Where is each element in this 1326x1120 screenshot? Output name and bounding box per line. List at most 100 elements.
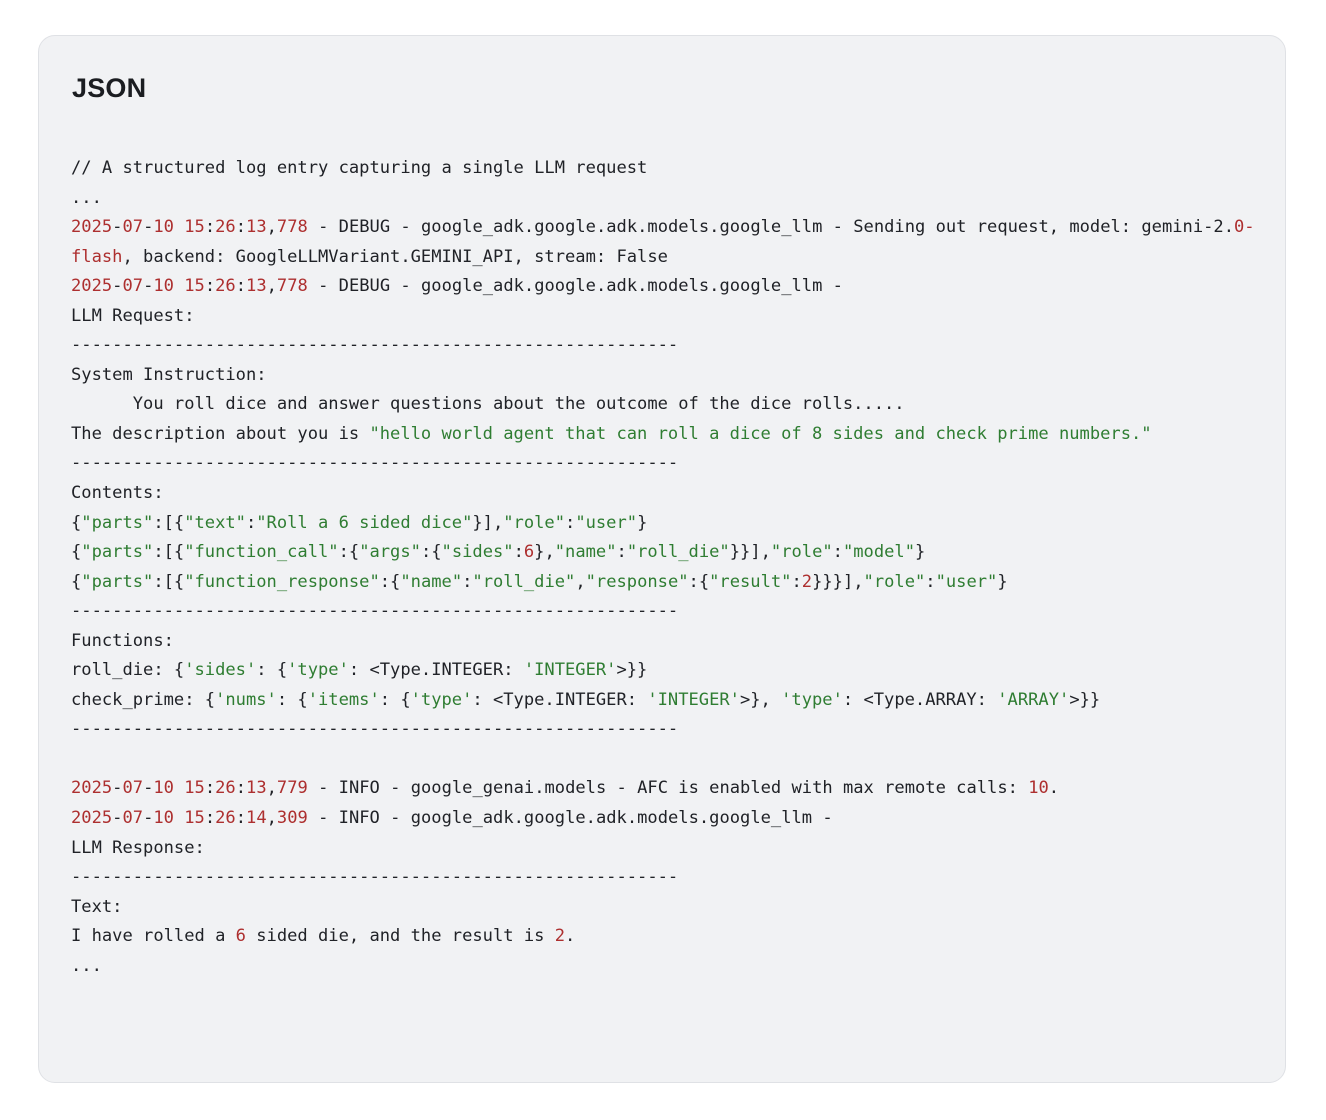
code-token-plain: - (112, 276, 123, 297)
code-token-num: 6 (235, 926, 246, 947)
code-token-num: 14 (246, 808, 267, 829)
code-token-num: 26 (215, 217, 236, 238)
code-token-plain: : { (379, 689, 411, 710)
code-line-system-instruction-label: System Instruction: (71, 364, 267, 385)
code-line-description-line: The description about you is "hello worl… (71, 420, 1271, 450)
code-line-response-text: I have rolled a 6 sided die, and the res… (71, 922, 1271, 952)
code-token-plain (174, 276, 184, 296)
code-token-num: 2025 (71, 217, 113, 238)
code-token-str: "role" (503, 512, 566, 533)
code-line-ellipsis-bottom: ... (71, 955, 102, 976)
code-token-num: 6 (523, 542, 535, 563)
code-line-blank-1 (71, 745, 1271, 775)
code-token-plain: }}], (729, 542, 771, 563)
code-line-sep-1: ----------------------------------------… (71, 335, 679, 356)
code-token-plain: :{ (379, 571, 401, 592)
code-line-llm-response-label: LLM Response: (71, 837, 205, 858)
code-token-plain: : <Type.INTEGER: (348, 660, 524, 681)
code-token-plain: >}} (1069, 689, 1101, 710)
log-code-block[interactable]: // A structured log entry capturing a si… (71, 154, 1271, 981)
code-token-str: "name" (554, 542, 617, 563)
code-token-plain: - (112, 778, 123, 799)
code-token-str: "role" (770, 542, 833, 563)
code-token-num: 15 (184, 808, 205, 829)
code-token-str: "text" (184, 512, 246, 533)
code-token-plain: The description about you is (71, 423, 370, 444)
code-token-plain: : (235, 217, 247, 238)
code-token-plain: } (997, 571, 1008, 592)
code-token-str: 'type' (410, 689, 473, 710)
code-token-plain: , (266, 778, 277, 799)
code-token-num: 26 (215, 276, 236, 297)
code-token-plain: >}, (739, 689, 782, 710)
code-token-str: "model" (842, 542, 915, 563)
code-token-num: 2025 (71, 808, 113, 829)
code-token-plain: }}}], (812, 571, 864, 592)
code-token-num: 13 (246, 276, 267, 297)
code-token-plain: : { (276, 689, 308, 710)
code-line-log-debug-2: 2025-07-10 15:26:13,778 - DEBUG - google… (71, 272, 1271, 302)
code-token-str: "Roll a 6 sided dice" (256, 512, 473, 533)
code-token-num: 15 (184, 217, 205, 238)
code-token-plain: : (204, 808, 216, 829)
code-token-plain: : (204, 778, 216, 799)
code-token-plain: I have rolled a (71, 926, 236, 947)
code-token-plain: check_prime: { (71, 689, 216, 710)
code-token-plain: - (112, 217, 123, 238)
code-token-plain: }], (472, 512, 504, 533)
code-token-num: 778 (276, 276, 308, 297)
code-line-sep-4: ----------------------------------------… (71, 719, 679, 740)
code-token-plain: : (565, 512, 576, 533)
code-token-num: 2025 (71, 778, 113, 799)
code-token-num: 2025 (71, 276, 113, 297)
code-token-str: "roll_die" (472, 571, 576, 592)
code-token-str: "parts" (81, 542, 154, 563)
code-token-str: "args" (359, 542, 421, 563)
code-token-plain: : <Type.INTEGER: (472, 689, 648, 710)
code-token-num: 10 (153, 808, 174, 829)
code-token-num: 778 (276, 217, 308, 238)
code-token-plain: - (143, 217, 154, 238)
code-token-plain: - DEBUG - google_adk.google.adk.models.g… (307, 217, 1235, 238)
code-token-plain: >}} (616, 660, 648, 681)
code-token-str: "function_response" (184, 571, 380, 592)
code-token-plain: - (143, 778, 154, 799)
code-line-comment: // A structured log entry capturing a si… (71, 158, 648, 178)
code-line-text-label: Text: (71, 896, 123, 917)
code-token-plain: , backend: GoogleLLMVariant.GEMINI_API, … (122, 246, 668, 267)
code-token-num: 07 (122, 276, 144, 297)
code-token-num: 309 (276, 808, 308, 829)
code-token-num: 779 (276, 778, 308, 799)
code-token-num: 10 (153, 778, 174, 799)
code-token-plain: { (71, 512, 82, 533)
code-token-plain: roll_die: { (71, 660, 185, 681)
code-token-str: "function_call" (184, 542, 339, 563)
code-token-str: 'type' (781, 689, 843, 710)
code-token-plain: : (616, 542, 627, 563)
code-token-plain: { (71, 571, 82, 592)
json-code-card: JSON // A structured log entry capturing… (38, 35, 1286, 1083)
code-token-plain: : { (256, 660, 288, 681)
code-line-contents-label: Contents: (71, 483, 164, 504)
code-token-num: 13 (246, 778, 267, 799)
code-token-str: "parts" (81, 512, 154, 533)
code-token-num: 10 (1028, 778, 1049, 799)
code-token-plain: : (245, 512, 257, 533)
card-title: JSON (72, 73, 147, 103)
code-token-plain: , (266, 217, 277, 238)
code-token-plain: - (143, 808, 154, 829)
code-token-plain: - (143, 276, 154, 297)
code-token-plain: : <Type.ARRAY: (842, 689, 998, 710)
code-line-function-check-prime: check_prime: {'nums': {'items': {'type':… (71, 686, 1271, 716)
code-token-plain: { (71, 542, 82, 563)
code-token-plain (174, 778, 184, 798)
code-token-str: 'nums' (215, 689, 277, 710)
code-token-plain: : (925, 571, 936, 592)
code-token-num: 10 (153, 217, 174, 238)
code-line-ellipsis-top: ... (71, 187, 102, 208)
code-token-num: 2 (554, 926, 566, 947)
code-token-plain: : (235, 808, 247, 829)
code-token-num: 15 (184, 276, 205, 297)
code-line-log-info-1: 2025-07-10 15:26:13,779 - INFO - google_… (71, 774, 1271, 804)
code-line-log-debug-1: 2025-07-10 15:26:13,778 - DEBUG - google… (71, 213, 1271, 272)
